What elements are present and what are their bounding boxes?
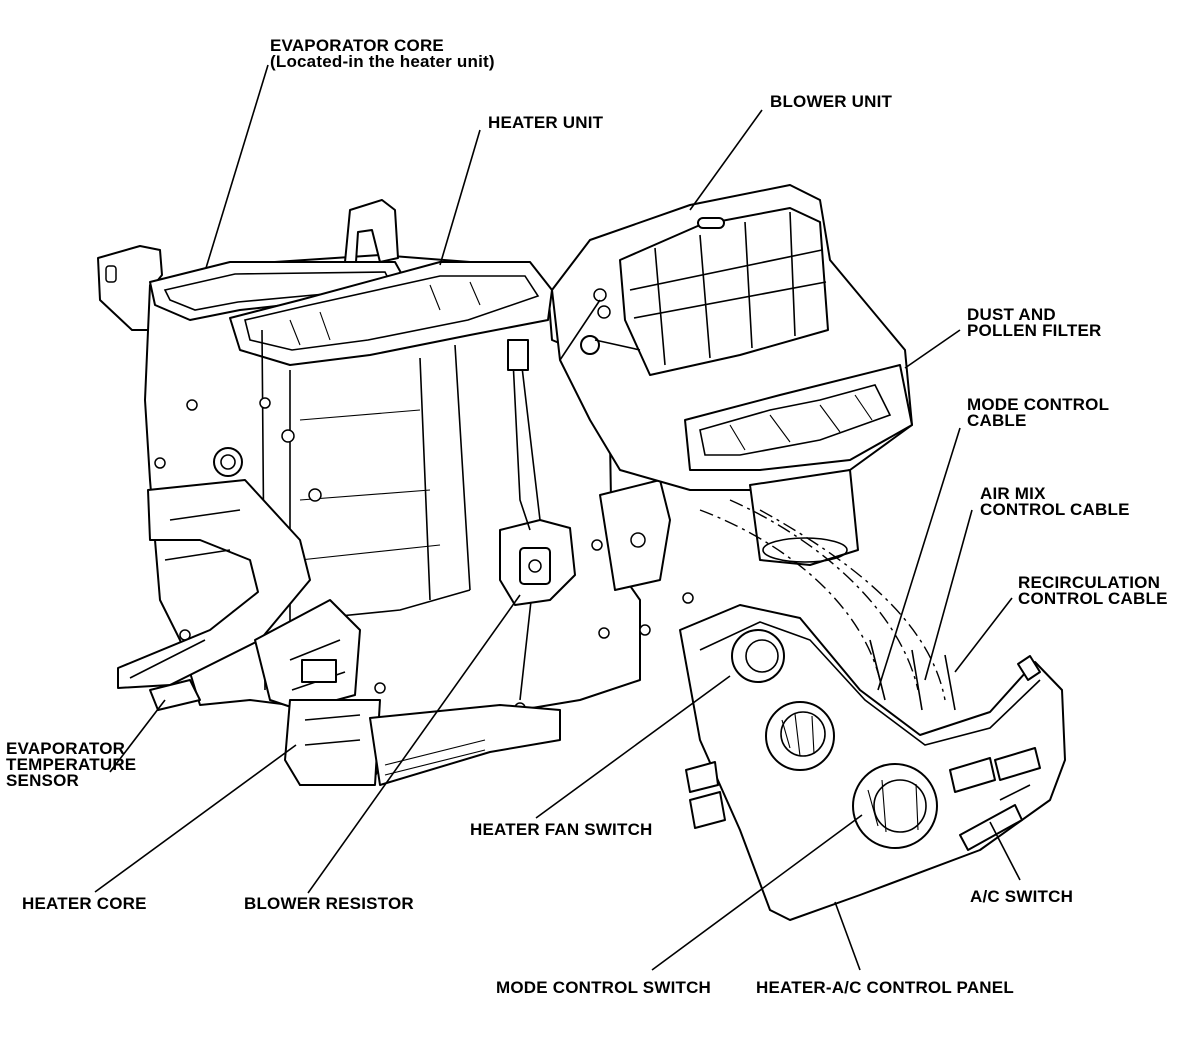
label-mode-control-cable: MODE CONTROL CABLE xyxy=(967,395,1110,430)
label-air-mix-control-cable: AIR MIX CONTROL CABLE xyxy=(980,484,1130,519)
label-air-mix-control-cable-line1: AIR MIX xyxy=(980,484,1046,503)
label-evaporator-core-line1: EVAPORATOR CORE xyxy=(270,36,444,55)
label-recirculation-control-cable-line1: RECIRCULATION xyxy=(1018,573,1161,592)
label-air-mix-control-cable-line2: CONTROL CABLE xyxy=(980,500,1130,519)
label-ac-switch: A/C SWITCH xyxy=(970,887,1074,906)
label-dust-pollen-filter-line1: DUST AND xyxy=(967,305,1056,324)
label-heater-unit: HEATER UNIT xyxy=(488,113,604,132)
label-mode-control-cable-line1: MODE CONTROL xyxy=(967,395,1110,414)
label-blower-unit: BLOWER UNIT xyxy=(770,92,893,111)
label-evaporator-core-line2: (Located-in the heater unit) xyxy=(270,52,495,71)
label-heater-core: HEATER CORE xyxy=(22,894,147,913)
label-dust-pollen-filter: DUST AND POLLEN FILTER xyxy=(967,305,1102,340)
heater-unit-drawing xyxy=(97,199,694,786)
control-cables-drawing xyxy=(699,499,956,711)
label-mode-control-switch: MODE CONTROL SWITCH xyxy=(496,978,712,997)
label-evaporator-temperature-sensor-line3: SENSOR xyxy=(6,771,79,790)
control-panel-drawing xyxy=(679,604,1066,921)
label-recirculation-control-cable-line2: CONTROL CABLE xyxy=(1018,589,1168,608)
label-recirculation-control-cable: RECIRCULATION CONTROL CABLE xyxy=(1018,573,1168,608)
leader-lines xyxy=(94,64,1021,971)
label-dust-pollen-filter-line2: POLLEN FILTER xyxy=(967,321,1102,340)
blower-unit-drawing xyxy=(551,184,913,566)
label-evaporator-temperature-sensor: EVAPORATOR TEMPERATURE SENSOR xyxy=(6,739,137,790)
label-evaporator-core: EVAPORATOR CORE (Located-in the heater u… xyxy=(270,36,495,71)
label-mode-control-cable-line2: CABLE xyxy=(967,411,1027,430)
label-evaporator-temperature-sensor-line1: EVAPORATOR xyxy=(6,739,126,758)
label-evaporator-temperature-sensor-line2: TEMPERATURE xyxy=(6,755,137,774)
label-blower-resistor: BLOWER RESISTOR xyxy=(244,894,414,913)
label-heater-fan-switch: HEATER FAN SWITCH xyxy=(470,820,653,839)
label-heater-ac-control-panel: HEATER-A/C CONTROL PANEL xyxy=(756,978,1014,997)
